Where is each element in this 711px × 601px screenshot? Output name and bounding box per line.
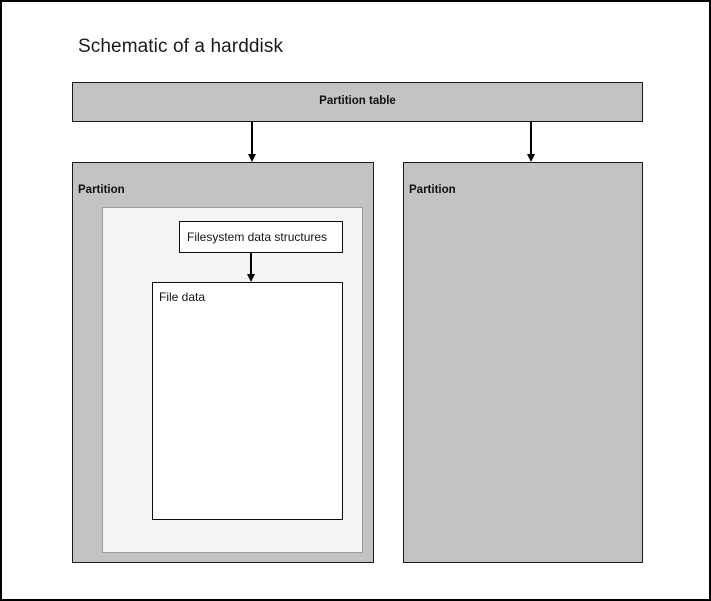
arrowhead-icon xyxy=(247,154,256,162)
file-data-block[interactable]: File data xyxy=(152,282,343,520)
partition-left-label: Partition xyxy=(78,184,125,196)
arrow-shaft xyxy=(251,122,253,154)
file-data-label: File data xyxy=(159,290,206,304)
page-title: Schematic of a harddisk xyxy=(78,36,284,57)
partition-right-block[interactable]: Partition xyxy=(403,162,643,563)
partition-table-block[interactable]: Partition table xyxy=(72,82,643,122)
arrowhead-icon xyxy=(526,154,535,162)
arrow-table-to-left-partition xyxy=(246,122,258,162)
partition-right-label: Partition xyxy=(409,184,456,196)
filesystem-data-structures-label: Filesystem data structures xyxy=(187,230,328,244)
filesystem-data-structures-block[interactable]: Filesystem data structures xyxy=(179,221,343,253)
arrow-table-to-right-partition xyxy=(525,122,537,162)
arrow-shaft xyxy=(530,122,532,154)
partition-table-label: Partition table xyxy=(319,95,396,107)
